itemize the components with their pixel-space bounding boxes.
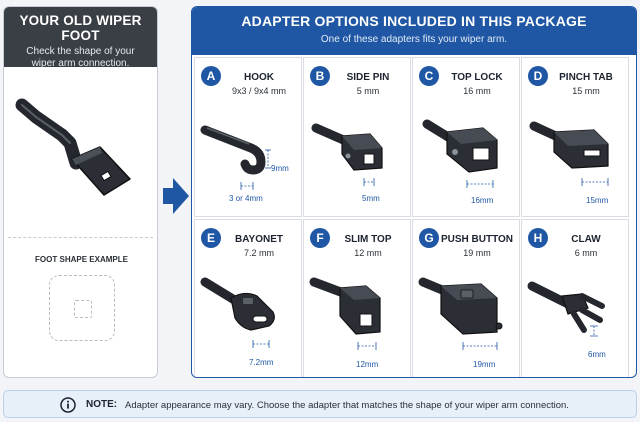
adapter-size: 7.2 mm xyxy=(243,248,274,258)
push-button-adapter-illustration xyxy=(418,277,503,350)
adapter-name: SLIM TOP xyxy=(344,234,392,245)
right-panel-title: ADAPTER OPTIONS INCLUDED IN THIS PACKAGE xyxy=(241,13,587,29)
adapter-letter-badge: H xyxy=(528,228,548,248)
adapter-size: 19 mm xyxy=(463,248,491,258)
adapter-card-bayonet: E BAYONET 7.2 mm 7.2mm xyxy=(194,219,302,377)
adapter-name: CLAW xyxy=(571,234,601,245)
foot-shape-example-placeholder xyxy=(49,275,115,341)
info-icon xyxy=(60,397,76,413)
slim-top-adapter-illustration xyxy=(309,277,381,350)
top-lock-adapter-illustration xyxy=(422,119,498,188)
adapter-card-pinch-tab: D PINCH TAB 15 mm 15mm xyxy=(521,57,629,217)
adapter-card-slim-top: F SLIM TOP 12 mm 12mm xyxy=(303,219,411,377)
right-panel-header: ADAPTER OPTIONS INCLUDED IN THIS PACKAGE… xyxy=(192,7,636,55)
adapter-size: 5 mm xyxy=(356,86,380,96)
hook-width-dimension: 3 or 4mm xyxy=(229,194,263,203)
adapter-card-side-pin: B SIDE PIN 5 mm 5mm xyxy=(303,57,411,217)
old-wiper-foot-illustration xyxy=(15,98,131,196)
adapter-letter-badge: F xyxy=(310,228,330,248)
adapter-size: 16 mm xyxy=(463,86,491,96)
adapter-size: 9x3 / 9x4 mm xyxy=(231,86,287,96)
adapter-letter-badge: D xyxy=(528,66,548,86)
adapter-options-panel: ADAPTER OPTIONS INCLUDED IN THIS PACKAGE… xyxy=(191,6,637,378)
claw-dimension: 6mm xyxy=(588,350,606,359)
adapter-grid: A HOOK 9x3 / 9x4 mm 9mm 3 or 4mm B SIDE … xyxy=(192,55,636,377)
pinch-tab-dimension: 15mm xyxy=(586,196,609,205)
bayonet-adapter-illustration xyxy=(200,277,275,348)
adapter-name: BAYONET xyxy=(235,234,283,245)
adapter-name: HOOK xyxy=(244,72,274,83)
adapter-size: 6 mm xyxy=(574,248,598,258)
adapter-card-hook: A HOOK 9x3 / 9x4 mm 9mm 3 or 4mm xyxy=(194,57,302,217)
side-pin-adapter-illustration xyxy=(311,123,383,186)
left-panel-header: YOUR OLD WIPER FOOT Check the shape of y… xyxy=(4,7,157,69)
hook-height-dimension: 9mm xyxy=(271,164,289,173)
old-wiper-foot-panel: YOUR OLD WIPER FOOT Check the shape of y… xyxy=(3,6,158,378)
adapter-card-push-button: G PUSH BUTTON 19 mm 19mm xyxy=(412,219,520,377)
adapter-name: PINCH TAB xyxy=(559,72,613,83)
adapter-name: TOP LOCK xyxy=(451,72,503,83)
adapter-size: 15 mm xyxy=(572,86,600,96)
adapter-size: 12 mm xyxy=(354,248,382,258)
adapter-card-claw: H CLAW 6 mm 6mm xyxy=(521,219,629,377)
note-text: Adapter appearance may vary. Choose the … xyxy=(125,399,569,411)
push-button-dimension: 19mm xyxy=(473,360,496,369)
top-lock-dimension: 16mm xyxy=(471,196,494,205)
adapter-name: SIDE PIN xyxy=(346,72,390,83)
adapter-letter-badge: C xyxy=(419,66,439,86)
foot-shape-example-inner xyxy=(74,300,92,318)
slim-top-dimension: 12mm xyxy=(356,360,379,369)
adapter-letter-badge: G xyxy=(419,228,439,248)
side-pin-dimension: 5mm xyxy=(362,194,380,203)
claw-adapter-illustration xyxy=(527,281,605,337)
adapter-letter-badge: A xyxy=(201,66,221,86)
bayonet-dimension: 7.2mm xyxy=(249,358,274,367)
left-panel-subtitle-line1: Check the shape of your xyxy=(26,46,135,57)
adapter-name: PUSH BUTTON xyxy=(440,234,514,245)
left-panel-subtitle-line2: wiper arm connection. xyxy=(31,58,130,69)
adapter-letter-badge: E xyxy=(201,228,221,248)
foot-shape-example-label: FOOT SHAPE EXAMPLE xyxy=(35,255,128,264)
pinch-tab-adapter-illustration xyxy=(529,121,609,186)
note-label: NOTE: xyxy=(86,399,118,410)
right-arrow-icon xyxy=(163,178,189,214)
left-panel-title: YOUR OLD WIPER FOOT xyxy=(19,13,142,43)
left-panel-divider xyxy=(8,237,153,238)
adapter-card-top-lock: C TOP LOCK 16 mm 16mm xyxy=(412,57,520,217)
adapter-letter-badge: B xyxy=(310,66,330,86)
note-banner: NOTE: Adapter appearance may vary. Choos… xyxy=(3,390,637,418)
hook-adapter-illustration xyxy=(200,125,271,190)
right-panel-subtitle: One of these adapters fits your wiper ar… xyxy=(320,34,508,45)
